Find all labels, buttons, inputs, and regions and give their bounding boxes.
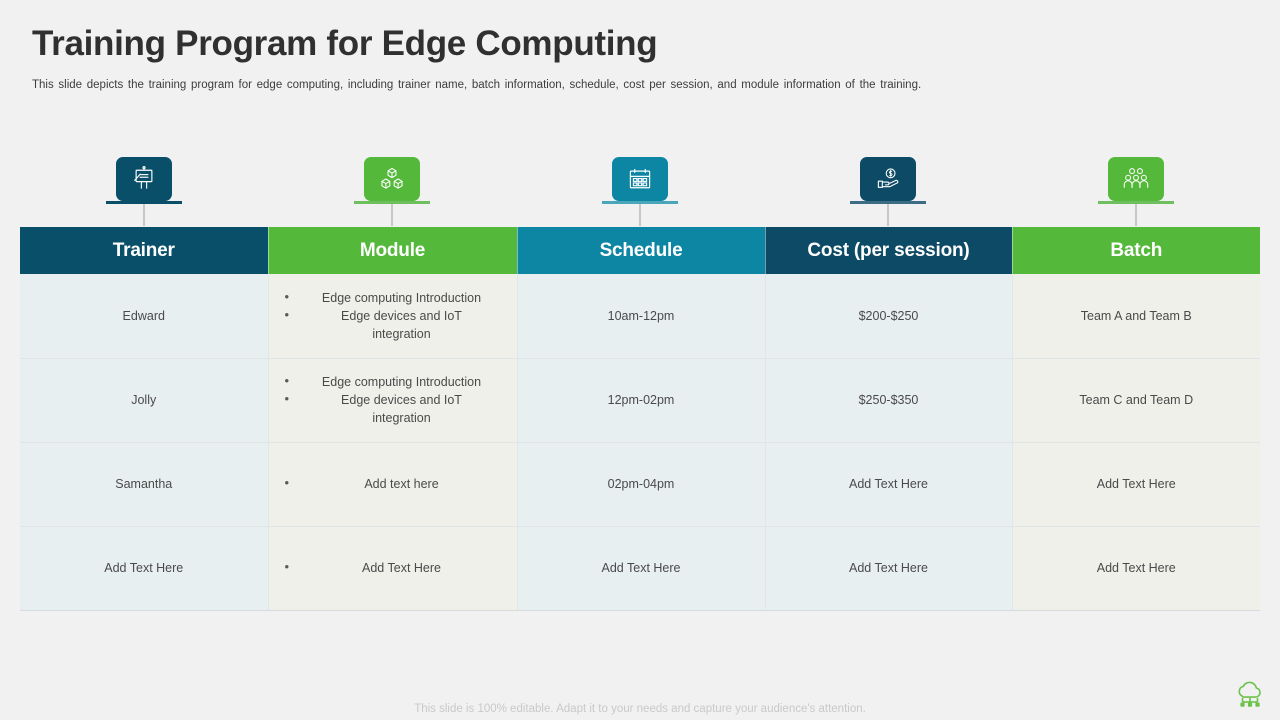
table-row: Add Text Here Add Text Here Add Text Her… [20,526,1260,611]
table-row: Edward Edge computing Introduction Edge … [20,274,1260,359]
cell-module[interactable]: Edge computing Introduction Edge devices… [268,358,518,443]
module-bullet: Add text here [277,474,489,493]
presentation-board-icon-tile [116,157,172,201]
module-bullet: Edge devices and IoT integration [277,306,489,343]
module-bullet-list: Add text here [277,474,509,493]
module-bullet: Edge devices and IoT integration [277,390,489,427]
training-program-table-wrapper: Trainer Module Schedule Cost (per sessio… [20,227,1260,611]
icon-cell-module [268,157,516,227]
cell-module[interactable]: Edge computing Introduction Edge devices… [268,274,518,359]
column-header-trainer[interactable]: Trainer [20,227,269,274]
icon-base-bar [106,201,182,204]
icon-cell-trainer [20,157,268,227]
cell-module[interactable]: Add Text Here [268,526,518,611]
module-bullet: Add Text Here [277,558,489,577]
cell-trainer[interactable]: Add Text Here [20,526,269,611]
icon-base-bar [850,201,926,204]
icon-base-bar [1098,201,1174,204]
module-bullet-list: Edge computing Introduction Edge devices… [277,372,509,427]
training-program-table: Trainer Module Schedule Cost (per sessio… [20,227,1260,611]
cell-batch[interactable]: Team A and Team B [1012,274,1260,359]
icon-base-bar [354,201,430,204]
cell-cost[interactable]: Add Text Here [765,442,1013,527]
table-body: Edward Edge computing Introduction Edge … [20,274,1260,611]
cell-batch[interactable]: Add Text Here [1012,442,1260,527]
page-title: Training Program for Edge Computing [32,24,658,63]
cell-schedule[interactable]: Add Text Here [517,526,766,611]
icon-stem [391,204,393,226]
icon-stem [143,204,145,226]
cell-trainer[interactable]: Edward [20,274,269,359]
table-row: Jolly Edge computing Introduction Edge d… [20,358,1260,443]
modules-cubes-icon-tile [364,157,420,201]
module-bullet: Edge computing Introduction [277,288,489,307]
icon-row [20,157,1260,227]
cell-trainer[interactable]: Jolly [20,358,269,443]
cell-batch[interactable]: Add Text Here [1012,526,1260,611]
hand-holding-money-icon-tile [860,157,916,201]
icon-cell-schedule [516,157,764,227]
cell-cost[interactable]: $200-$250 [765,274,1013,359]
calendar-icon-tile [612,157,668,201]
column-header-batch[interactable]: Batch [1012,227,1260,274]
icon-base-bar [602,201,678,204]
editable-footer-note: This slide is 100% editable. Adapt it to… [414,703,866,715]
icon-stem [1135,204,1137,226]
module-bullet-list: Add Text Here [277,558,509,577]
module-bullet: Edge computing Introduction [277,372,489,391]
column-header-cost[interactable]: Cost (per session) [765,227,1013,274]
cloud-computing-logo [1230,678,1270,712]
cell-cost[interactable]: $250-$350 [765,358,1013,443]
table-header-row: Trainer Module Schedule Cost (per sessio… [20,227,1260,274]
module-bullet-list: Edge computing Introduction Edge devices… [277,288,509,343]
page-subtitle: This slide depicts the training program … [32,79,922,91]
column-header-schedule[interactable]: Schedule [517,227,766,274]
cell-schedule[interactable]: 12pm-02pm [517,358,766,443]
group-people-icon-tile [1108,157,1164,201]
cell-schedule[interactable]: 02pm-04pm [517,442,766,527]
table-row: Samantha Add text here 02pm-04pm Add Tex… [20,442,1260,527]
cell-module[interactable]: Add text here [268,442,518,527]
icon-stem [887,204,889,226]
column-header-module[interactable]: Module [268,227,518,274]
cell-trainer[interactable]: Samantha [20,442,269,527]
cell-cost[interactable]: Add Text Here [765,526,1013,611]
cell-schedule[interactable]: 10am-12pm [517,274,766,359]
cell-batch[interactable]: Team C and Team D [1012,358,1260,443]
icon-stem [639,204,641,226]
icon-cell-batch [1012,157,1260,227]
icon-cell-cost [764,157,1012,227]
